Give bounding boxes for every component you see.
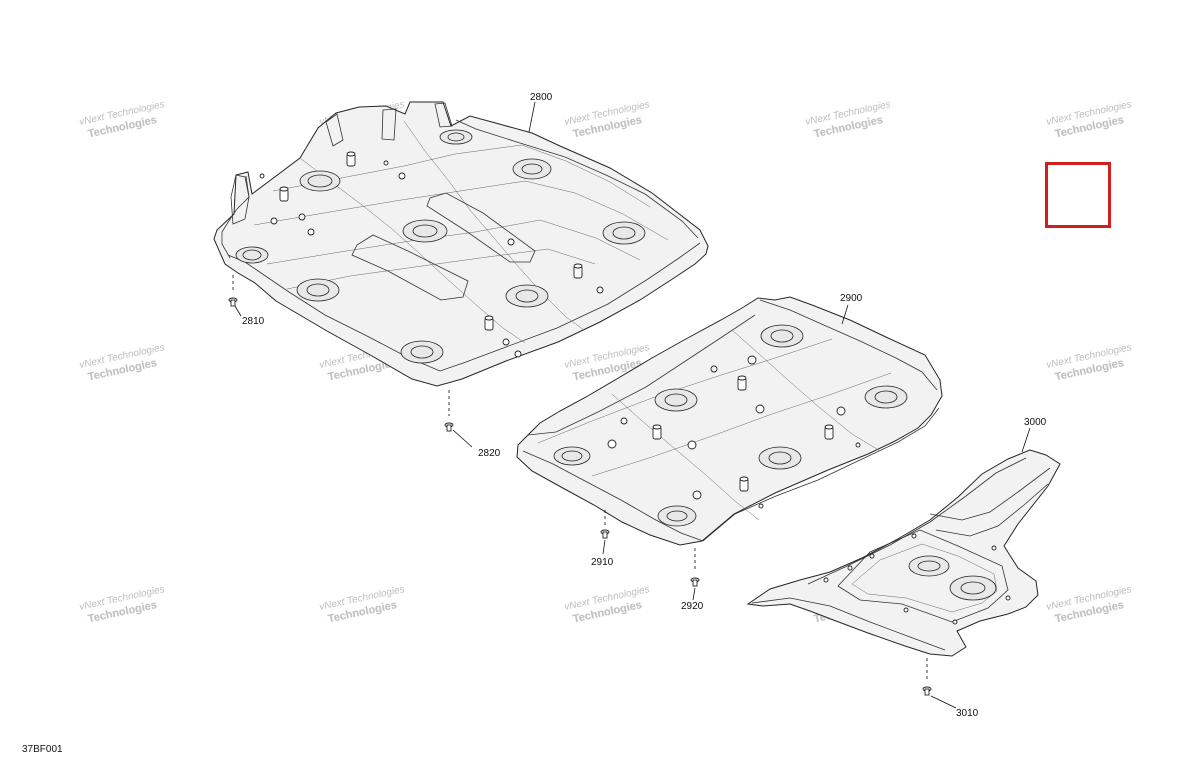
skid-plate-2900-edge — [522, 450, 704, 542]
skid-plate-2800-slot — [351, 234, 469, 301]
skid-plate-2900-body — [516, 296, 943, 546]
leader-2810 — [234, 305, 242, 317]
skid-plate-2900-rib — [731, 329, 881, 452]
watermark: vNext Technologies Technologies — [78, 99, 165, 140]
skid-plate-2900 — [516, 296, 943, 546]
skid-plate-2800-rib — [266, 219, 641, 265]
skid-plate-2800-body — [213, 101, 709, 387]
skid-plate-3000-edge — [807, 457, 1027, 585]
skid-plate-3000 — [746, 449, 1061, 657]
skid-plate-2800-studs — [259, 151, 604, 358]
fastener-2910 — [600, 510, 610, 539]
watermark: vNext Technologies Technologies — [1045, 342, 1132, 383]
skid-plate-2800-edge — [227, 242, 701, 372]
skid-plate-2800-dimples — [235, 129, 646, 364]
skid-plate-2800-tab — [381, 108, 397, 141]
callout-3000: 3000 — [1024, 417, 1047, 428]
callout-2920: 2920 — [681, 601, 704, 612]
skid-plate-2800-tab — [325, 113, 344, 147]
skid-plate-2800-rib — [403, 120, 585, 331]
fastener-2810 — [228, 275, 238, 307]
skid-plate-2800-rib — [286, 248, 596, 290]
skid-plate-2900-dimples — [553, 324, 908, 527]
skid-plate-3000-recess-inner — [851, 543, 998, 613]
skid-plate-2800-rib — [272, 144, 651, 208]
diagram-code: 37BF001 — [22, 744, 63, 755]
fastener-2920 — [690, 548, 700, 587]
skid-plate-3000-studs — [823, 533, 1011, 625]
skid-plate-2800-rear-edge — [455, 119, 699, 239]
callout-2820: 2820 — [478, 448, 501, 459]
watermark: vNext Technologies Technologies — [1045, 584, 1132, 625]
leader-2820 — [452, 429, 473, 448]
skid-plate-2800-tab — [230, 174, 250, 225]
skid-plate-2800-tab — [434, 102, 453, 128]
callout-3010: 3010 — [956, 708, 979, 719]
callout-2910: 2910 — [591, 557, 614, 568]
callout-2900: 2900 — [840, 293, 863, 304]
leader-3000 — [1021, 427, 1031, 453]
skid-plate-3000-dimple — [960, 581, 986, 595]
skid-plate-3000-recess — [837, 529, 1009, 623]
watermark: vNext Technologies Technologies — [1045, 99, 1132, 140]
selection-indicator-box — [1045, 162, 1111, 228]
watermark: vNext Technologies Technologies — [318, 584, 405, 625]
leader-3010 — [930, 695, 957, 709]
skid-plate-2900-edge — [702, 407, 940, 542]
skid-plate-2900-left-edge — [527, 314, 756, 436]
watermark: vNext Technologies Technologies — [78, 342, 165, 383]
skid-plate-2900-rib — [591, 372, 892, 477]
leader-2900 — [841, 304, 849, 325]
skid-plate-2800-slot — [426, 192, 536, 263]
skid-plate-3000-body — [746, 449, 1061, 657]
skid-plate-2900-rib — [611, 393, 760, 521]
skid-plate-2900-rear-edge — [759, 299, 938, 391]
leader-2910 — [602, 539, 606, 555]
fastener-3010 — [922, 658, 932, 696]
watermark: vNext Technologies Technologies — [78, 584, 165, 625]
leader-2800 — [528, 101, 536, 133]
skid-plate-2800-rib — [253, 180, 669, 241]
callout-2800: 2800 — [530, 92, 553, 103]
leader-2920 — [692, 587, 696, 601]
watermark: vNext Technologies Technologies — [563, 99, 650, 140]
skid-plate-3000-dimple — [917, 560, 941, 572]
watermark: vNext Technologies Technologies — [804, 99, 891, 140]
skid-plate-2900-studs — [607, 355, 861, 509]
skid-plate-3000-rail — [929, 467, 1051, 521]
fastener-2820 — [444, 390, 454, 432]
skid-plate-2900-rib — [537, 338, 833, 444]
callout-2810: 2810 — [242, 316, 265, 327]
watermark: vNext Technologies Technologies — [563, 584, 650, 625]
skid-plate-2800 — [213, 101, 709, 387]
skid-plate-3000-edge — [751, 597, 946, 651]
skid-plate-3000-rail — [935, 483, 1049, 537]
